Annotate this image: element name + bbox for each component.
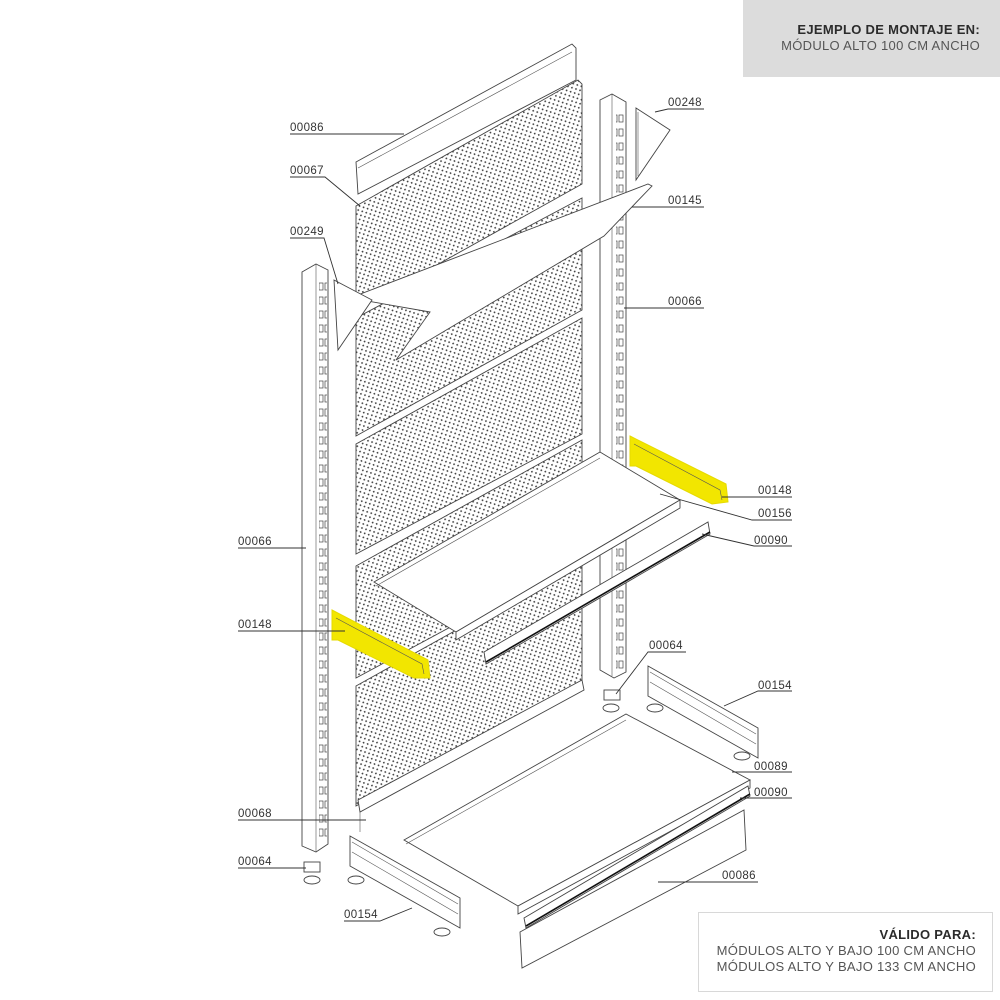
svg-text:00064: 00064 [649,640,683,652]
svg-text:00145: 00145 [668,195,702,207]
label-00066-right: 00066 [624,296,704,309]
leveler-00064-right [602,689,621,713]
svg-text:00089: 00089 [754,761,788,773]
base-plinth-00068 [357,679,585,832]
label-00249: 00249 [290,226,339,285]
foot-00154-right [646,665,759,761]
bracket-00148-left [331,609,431,679]
bracket-00148-right [629,435,729,505]
label-00148-left: 00148 [238,619,345,632]
svg-text:00066: 00066 [238,536,272,548]
label-00089: 00089 [732,761,792,773]
svg-text:00154: 00154 [344,909,378,921]
bracket-00248 [635,107,671,182]
svg-text:00148: 00148 [758,485,792,497]
validity-line-100cm: MÓDULOS ALTO Y BAJO 100 CM ANCHO [716,943,976,958]
bracket-00249 [333,279,373,352]
price-strip-00090-bottom [523,785,751,929]
svg-text:00154: 00154 [758,680,792,692]
label-00086-bottom: 00086 [658,870,758,883]
leveler-00064-left [303,861,321,885]
base-shelf-00089 [403,713,751,915]
shelf-00156 [373,451,681,641]
svg-text:00086: 00086 [722,870,756,882]
svg-text:00090: 00090 [754,787,788,799]
label-00064-right: 00064 [615,640,686,695]
svg-text:00249: 00249 [290,226,324,238]
label-00064-left: 00064 [238,856,306,869]
svg-text:00064: 00064 [238,856,272,868]
part-labels: 00086 00067 00249 00066 00148 00068 0006… [238,97,792,922]
upright-left-00066 [301,263,329,853]
label-00154-right: 00154 [723,680,792,707]
svg-text:00090: 00090 [754,535,788,547]
label-00090-bottom: 00090 [740,787,792,799]
perforated-panels-00067 [355,79,583,807]
assembly-example-title: EJEMPLO DE MONTAJE EN: [797,22,980,37]
label-00154-left: 00154 [344,907,413,922]
label-00068: 00068 [238,808,366,821]
validity-box: VÁLIDO PARA: MÓDULOS ALTO Y BAJO 100 CM … [698,912,993,992]
svg-text:00086: 00086 [290,122,324,134]
label-00067: 00067 [290,165,361,207]
svg-text:00248: 00248 [668,97,702,109]
svg-text:00067: 00067 [290,165,324,177]
svg-text:00148: 00148 [238,619,272,631]
label-00145: 00145 [632,195,704,208]
svg-text:00068: 00068 [238,808,272,820]
crown-panel-00086 [355,43,577,195]
price-strip-00090-top [483,521,711,665]
sloped-shelf-00145 [348,183,653,361]
validity-title: VÁLIDO PARA: [879,927,976,942]
label-00148-right: 00148 [722,485,792,498]
base-front-panel-00086 [519,809,747,969]
foot-00154-left [347,835,461,937]
label-00066-left: 00066 [238,536,306,549]
assembly-example-subtitle: MÓDULO ALTO 100 CM ANCHO [781,38,980,53]
label-00156: 00156 [659,493,792,521]
validity-line-133cm: MÓDULOS ALTO Y BAJO 133 CM ANCHO [716,959,976,974]
svg-text:00066: 00066 [668,296,702,308]
label-00086-top: 00086 [290,122,404,135]
label-00248: 00248 [654,97,704,113]
svg-text:00156: 00156 [758,508,792,520]
label-00090-top: 00090 [701,533,792,547]
assembly-example-box: EJEMPLO DE MONTAJE EN: MÓDULO ALTO 100 C… [743,0,1000,77]
